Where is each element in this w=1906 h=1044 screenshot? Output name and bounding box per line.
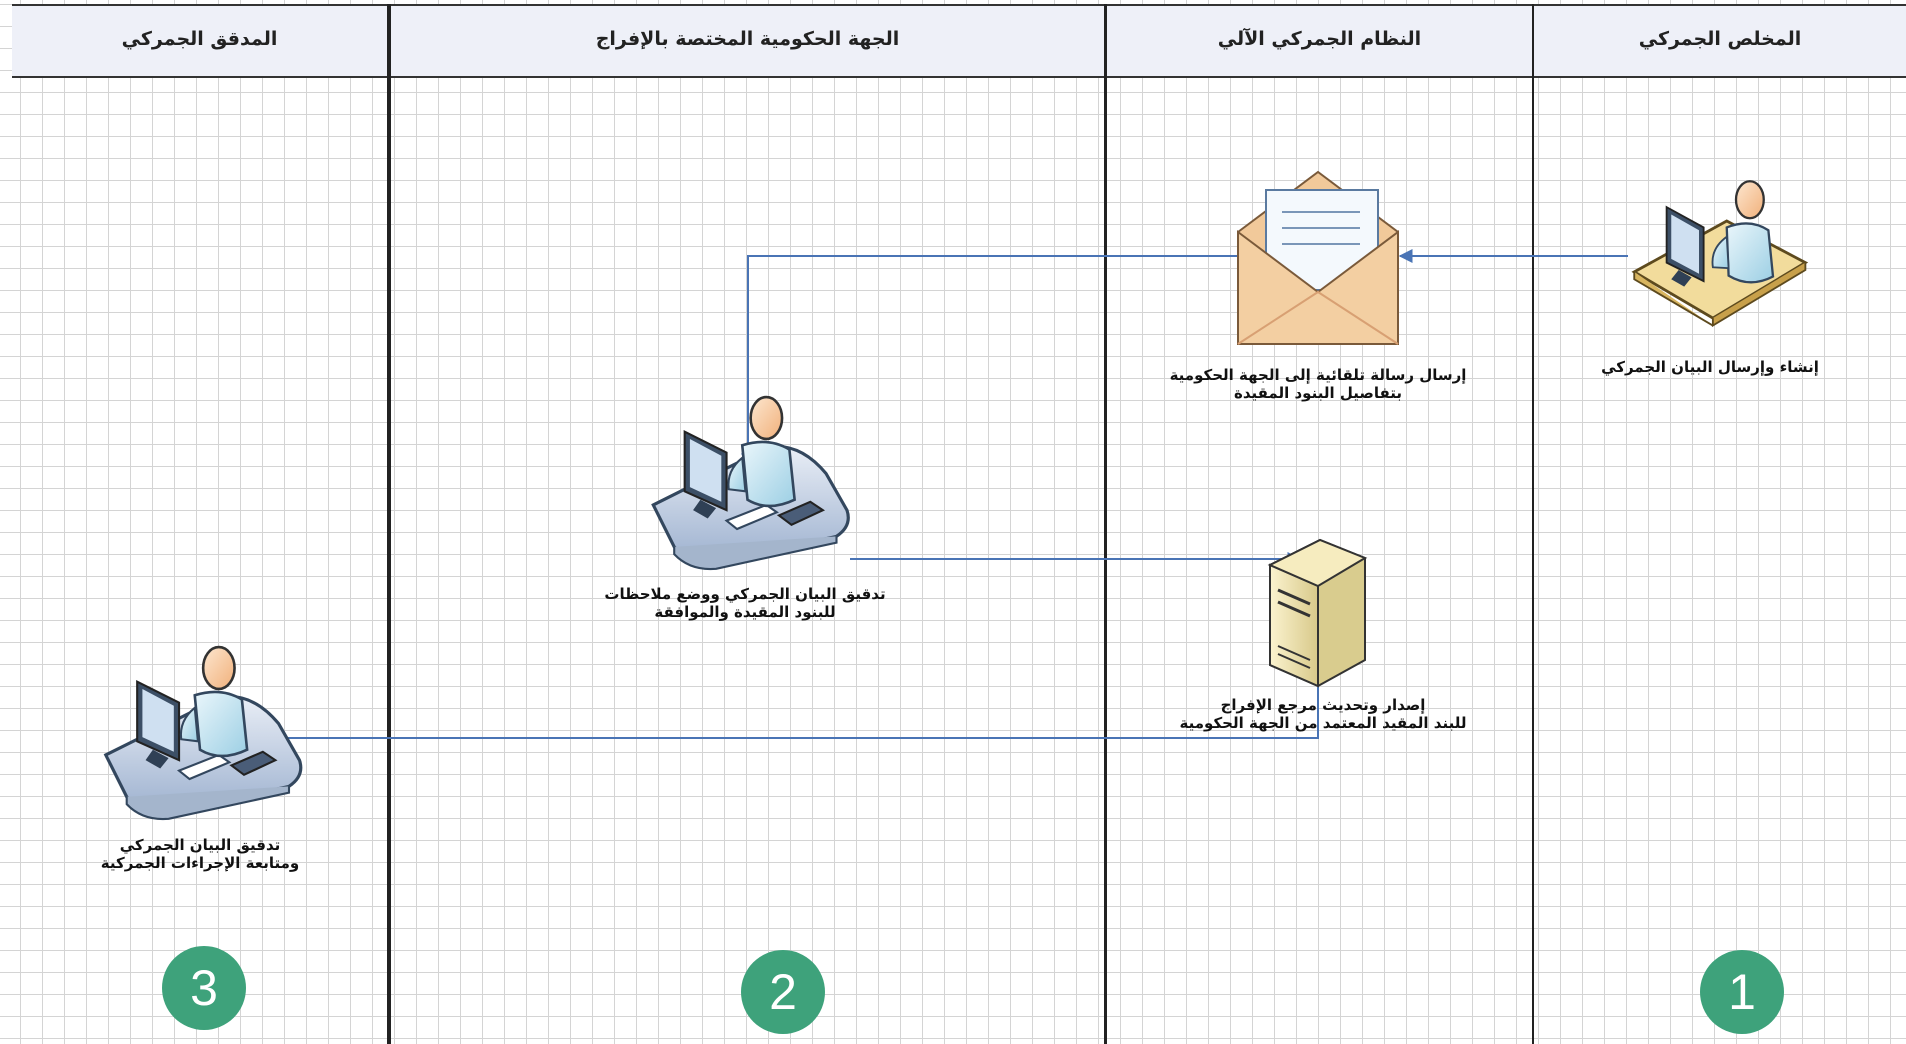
step-label-auto-message: إرسال رسالة تلقائية إلى الجهة الحكومية ب… (1169, 366, 1467, 402)
connector-system-to-gov (741, 255, 1238, 468)
connector-server-to-auditor (258, 612, 1319, 745)
step-badge-2: 2 (741, 950, 825, 1034)
lane-title-gov-agency: الجهة الحكومية المختصة بالإفراج (595, 28, 900, 50)
step-badge-3: 3 (162, 946, 246, 1030)
lane-header-band (12, 4, 1906, 78)
gov-officer-workstation-icon (651, 395, 850, 571)
step-label-auditor-review: تدقيق البيان الجمركي ومتابعة الإجراءات ا… (100, 836, 300, 872)
lane-title-customs-broker: المخلص الجمركي (1638, 28, 1802, 50)
server-icon (1267, 538, 1368, 688)
step-label-gov-review: تدقيق البيان الجمركي ووضع ملاحظات للبنود… (604, 585, 886, 621)
step-badge-1: 1 (1700, 950, 1784, 1034)
lane-divider (1532, 4, 1534, 1044)
step-label-create-send: إنشاء وإرسال البيان الجمركي (1601, 358, 1819, 376)
lane-title-auditor: المدقق الجمركي (121, 28, 278, 50)
lane-divider (387, 4, 391, 1044)
lane-divider (1104, 4, 1107, 1044)
lane-title-customs-system: النظام الجمركي الآلي (1217, 28, 1422, 50)
customs-auditor-workstation-icon (104, 645, 303, 821)
envelope-icon (1237, 170, 1399, 345)
step-label-issue-ref: إصدار وتحديث مرجع الإفراج للبند المقيد ا… (1179, 696, 1467, 732)
customs-broker-workstation-icon (1632, 179, 1807, 328)
